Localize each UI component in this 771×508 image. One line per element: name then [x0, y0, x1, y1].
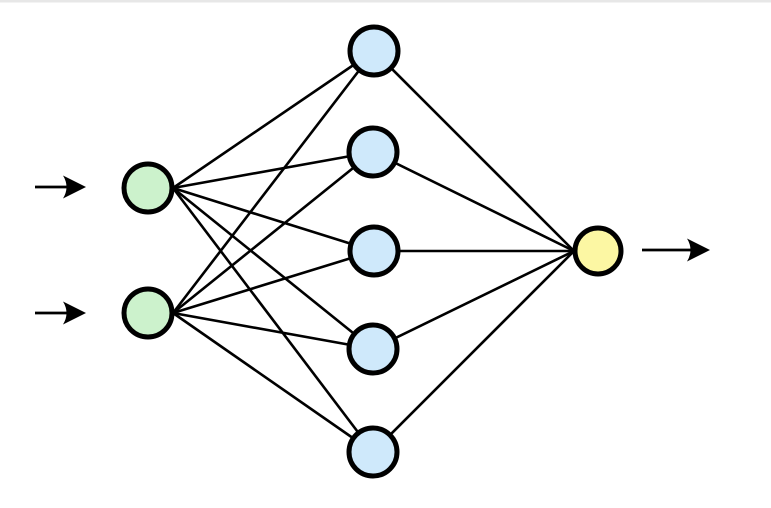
hidden-node-3: [347, 224, 401, 278]
input-node-2: [121, 286, 175, 340]
edge-input-node-2-to-hidden-node-2: [172, 150, 374, 315]
arrows-layer: [35, 175, 710, 325]
input-arrow-1-head-icon: [63, 175, 86, 199]
edge-input-node-1-to-hidden-node-2: [172, 150, 374, 190]
edge-input-node-2-to-hidden-node-4: [172, 311, 374, 351]
window-top-border: [0, 0, 771, 3]
output-arrow-1: [642, 238, 710, 262]
output-arrow-1-head-icon: [687, 238, 710, 262]
hidden-node-2: [346, 125, 400, 179]
edge-input-node-2-to-hidden-node-5: [172, 311, 374, 454]
edge-hidden-node-2-to-output-node-1: [372, 150, 575, 253]
edge-hidden-node-4-to-output-node-1: [372, 249, 575, 351]
input-arrow-2: [35, 301, 86, 325]
edge-input-node-1-to-hidden-node-5: [171, 187, 375, 453]
hidden-node-5: [346, 425, 400, 479]
hidden-node-4: [346, 322, 400, 376]
edge-input-node-2-to-hidden-node-3: [172, 249, 375, 315]
edge-input-node-1-to-hidden-node-1: [172, 49, 375, 190]
edge-hidden-node-1-to-output-node-1: [373, 50, 575, 252]
edge-input-node-2-to-hidden-node-1: [171, 50, 376, 314]
output-node-1: [572, 225, 624, 277]
edge-input-node-1-to-hidden-node-4: [172, 186, 374, 351]
input-arrow-1: [35, 175, 86, 199]
input-arrow-2-head-icon: [63, 301, 86, 325]
input-node-1: [121, 161, 175, 215]
hidden-node-1: [347, 24, 401, 78]
edge-input-node-1-to-hidden-node-3: [172, 186, 375, 253]
edge-hidden-node-5-to-output-node-1: [372, 250, 575, 453]
edges-layer: [171, 49, 575, 454]
nodes-layer: [121, 24, 624, 479]
